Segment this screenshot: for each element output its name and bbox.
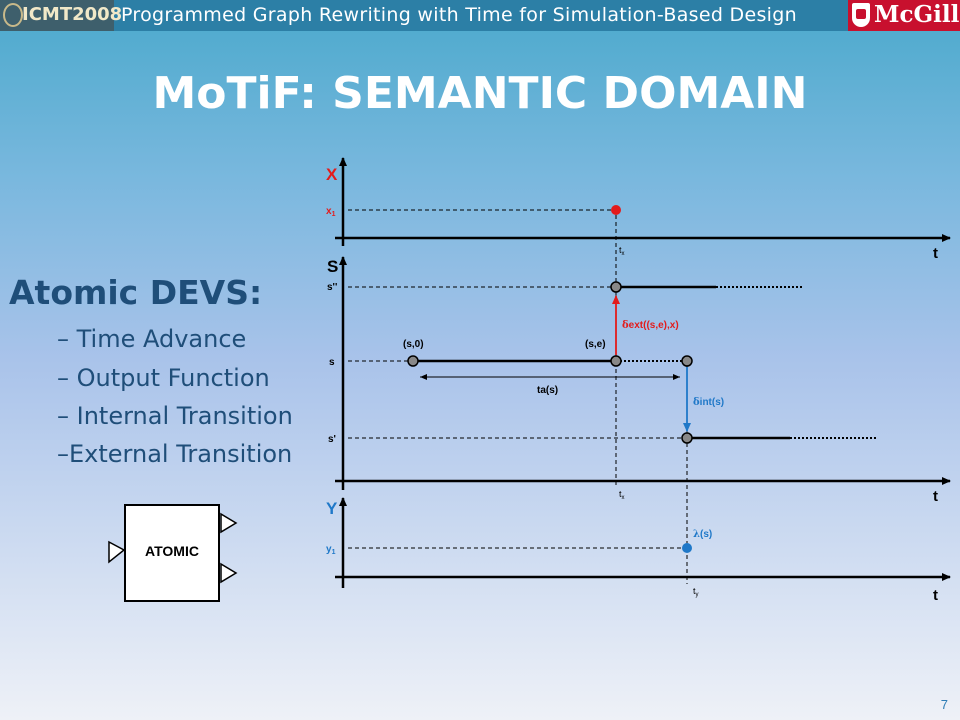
external-transition-label: δext((s,e),x)	[622, 320, 679, 331]
input-event-point	[611, 205, 621, 215]
point-label: (s,0)	[403, 339, 424, 350]
output-port-icon	[220, 562, 238, 584]
state-node-se	[610, 355, 622, 367]
presentation-title: Programmed Graph Rewriting with Time for…	[121, 4, 797, 26]
slide-number: 7	[940, 697, 948, 712]
atomic-block	[124, 504, 220, 602]
subheading: Atomic DEVS:	[9, 273, 263, 312]
state-node-s-end	[681, 355, 693, 367]
university-logo: McGill	[848, 0, 960, 31]
state-level-label: s	[329, 357, 335, 368]
tx-label: tx	[619, 489, 625, 501]
university-logo-text: McGill	[874, 1, 960, 28]
state-node-s-prime	[681, 432, 693, 444]
point-label: (s,e)	[585, 339, 606, 350]
crest-icon	[852, 3, 870, 27]
y-axis-label: Y	[326, 499, 338, 518]
state-node-s-double-prime	[610, 281, 622, 293]
state-level-label: s''	[327, 282, 337, 293]
input-port-icon	[108, 540, 126, 564]
conference-logo: ICMT2008	[0, 0, 122, 31]
state-node-s0	[407, 355, 419, 367]
y1-label: y1	[326, 544, 336, 556]
bullet-item: –External Transition	[57, 440, 293, 468]
bullet-item: – Internal Transition	[57, 402, 293, 430]
atomic-block-label: ATOMIC	[145, 543, 199, 559]
conference-logo-text: ICMT2008	[22, 4, 123, 25]
bullet-item: – Time Advance	[57, 325, 247, 353]
state-level-label: s'	[328, 434, 336, 445]
x-axis-label: X	[326, 165, 338, 184]
output-port-icon	[220, 512, 238, 534]
time-label: t	[933, 587, 938, 604]
output-function-label: λ(s)	[693, 529, 712, 540]
ty-label: ty	[693, 586, 699, 598]
header-bar	[0, 0, 960, 31]
time-advance-label: ta(s)	[537, 385, 558, 396]
internal-transition-label: δint(s)	[693, 397, 724, 408]
bullet-item: – Output Function	[57, 364, 270, 392]
output-event-point	[682, 543, 692, 553]
slide-title: MoTiF: SEMANTIC DOMAIN	[152, 68, 808, 119]
x1-label: x1	[326, 206, 336, 218]
time-label: t	[933, 488, 938, 505]
time-label: t	[933, 245, 938, 262]
s-axis-label: S	[327, 257, 338, 276]
tx-label: tx	[619, 245, 625, 257]
logo-emblem-icon	[3, 3, 23, 27]
